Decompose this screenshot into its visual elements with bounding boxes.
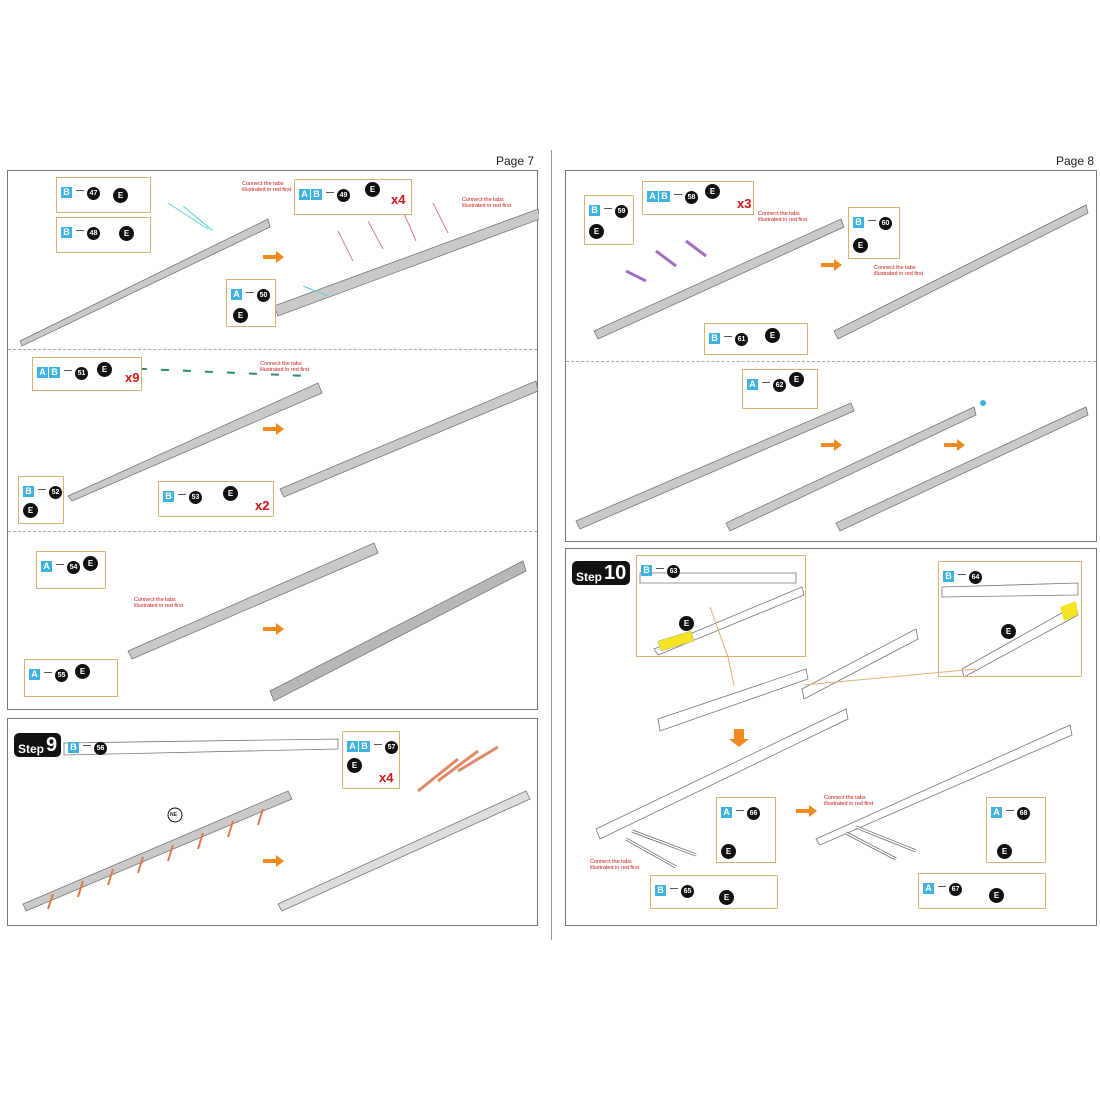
page-number-left: Page 7: [496, 154, 535, 168]
tool-e-icon: E: [719, 890, 734, 905]
tool-e-icon: E: [113, 188, 128, 203]
assembly-illustrations-a: [19, 202, 539, 702]
quantity-label: x9: [125, 370, 140, 385]
tool-e-icon: E: [23, 503, 38, 518]
tool-e-icon: E: [589, 224, 604, 239]
tool-e-icon: E: [347, 758, 362, 773]
quantity-label: x3: [737, 196, 752, 211]
section-divider: [8, 349, 537, 350]
tool-e-icon: E: [83, 556, 98, 571]
section-divider: [566, 361, 1096, 362]
tool-e-icon: E: [789, 372, 804, 387]
tool-e-icon: E: [705, 184, 720, 199]
tool-e-icon: E: [853, 238, 868, 253]
page-divider: [551, 150, 552, 940]
tool-e-icon: E: [223, 486, 238, 501]
tool-e-icon: E: [365, 182, 380, 197]
quantity-label: x4: [379, 770, 394, 785]
tool-e-icon: E: [997, 844, 1012, 859]
direction-label: NE: [170, 812, 177, 818]
tool-e-icon: E: [989, 888, 1004, 903]
quantity-label: x2: [255, 498, 270, 513]
tool-e-icon: E: [233, 308, 248, 323]
assembly-illustrations-b: [575, 204, 1089, 532]
quantity-label: x4: [391, 192, 406, 207]
tool-e-icon: E: [75, 664, 90, 679]
tool-e-icon: E: [1001, 624, 1016, 639]
page-number-right: Page 8: [1056, 154, 1095, 168]
tool-e-icon: E: [97, 362, 112, 377]
tool-e-icon: E: [119, 226, 134, 241]
tool-e-icon: E: [765, 328, 780, 343]
section-divider: [8, 531, 537, 532]
tool-e-icon: E: [679, 616, 694, 631]
tool-e-icon: E: [721, 844, 736, 859]
step-9-illustration: [22, 738, 531, 912]
step-10-illustration: [595, 572, 1079, 869]
